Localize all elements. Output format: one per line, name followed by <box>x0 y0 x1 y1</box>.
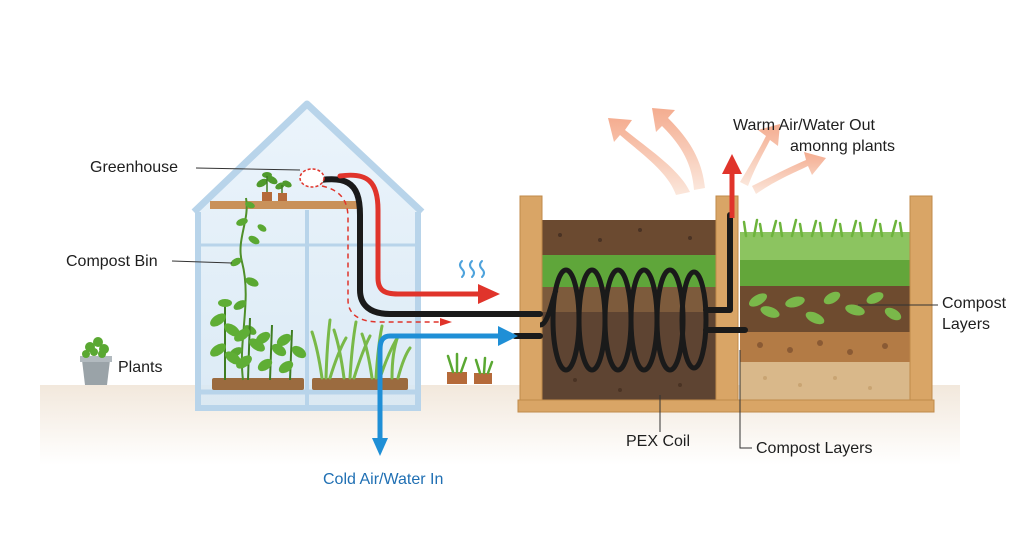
climbing-vine-icon <box>229 197 267 381</box>
pex-pipe-riser <box>703 212 733 313</box>
warm-flow-arrowhead <box>478 284 500 304</box>
greenhouse <box>191 100 425 411</box>
pex-pipe-outlet <box>305 176 543 317</box>
potted-plant-icon <box>80 337 112 385</box>
warm-flow-dashed-head <box>440 318 452 326</box>
vent-outlet <box>299 168 325 188</box>
small-pots-icon <box>446 352 494 384</box>
greenhouse-grass-icon <box>310 318 412 380</box>
label-plants: Plants <box>118 359 163 376</box>
cold-flow-arrowhead-down <box>372 438 388 456</box>
compost-grass-icon <box>742 218 904 238</box>
leader-lines <box>171 167 938 449</box>
shelf-seedlings-icon <box>256 172 292 201</box>
heat-waves-icon <box>459 260 485 278</box>
compost-leaves-icon <box>748 291 902 325</box>
label-pex-coil: PEX Coil <box>626 433 691 450</box>
label-compost-layers-right-line1: Compost <box>942 295 1007 312</box>
label-compost-layers-right-line2: Layers <box>942 316 991 333</box>
label-cold-in: Cold Air/Water In <box>323 471 444 488</box>
label-compost-layers-bottom: Compost Layers <box>756 440 873 457</box>
cold-flow-arrow <box>377 333 503 443</box>
steam-plumes-icon <box>608 108 826 195</box>
label-warm-out-line2: amonng plants <box>790 138 895 155</box>
greenhouse-plants-icon <box>210 299 307 381</box>
label-compost-bin: Compost Bin <box>66 253 158 270</box>
label-warm-out-line1: Warm Air/Water Out <box>733 117 875 134</box>
cold-flow-arrowhead-right <box>498 326 518 346</box>
warm-flow-arrow <box>337 172 483 297</box>
warm-flow-dashed <box>321 185 440 323</box>
pex-coil <box>539 267 709 373</box>
warm-out-arrowhead <box>722 154 742 174</box>
label-greenhouse: Greenhouse <box>90 159 179 176</box>
